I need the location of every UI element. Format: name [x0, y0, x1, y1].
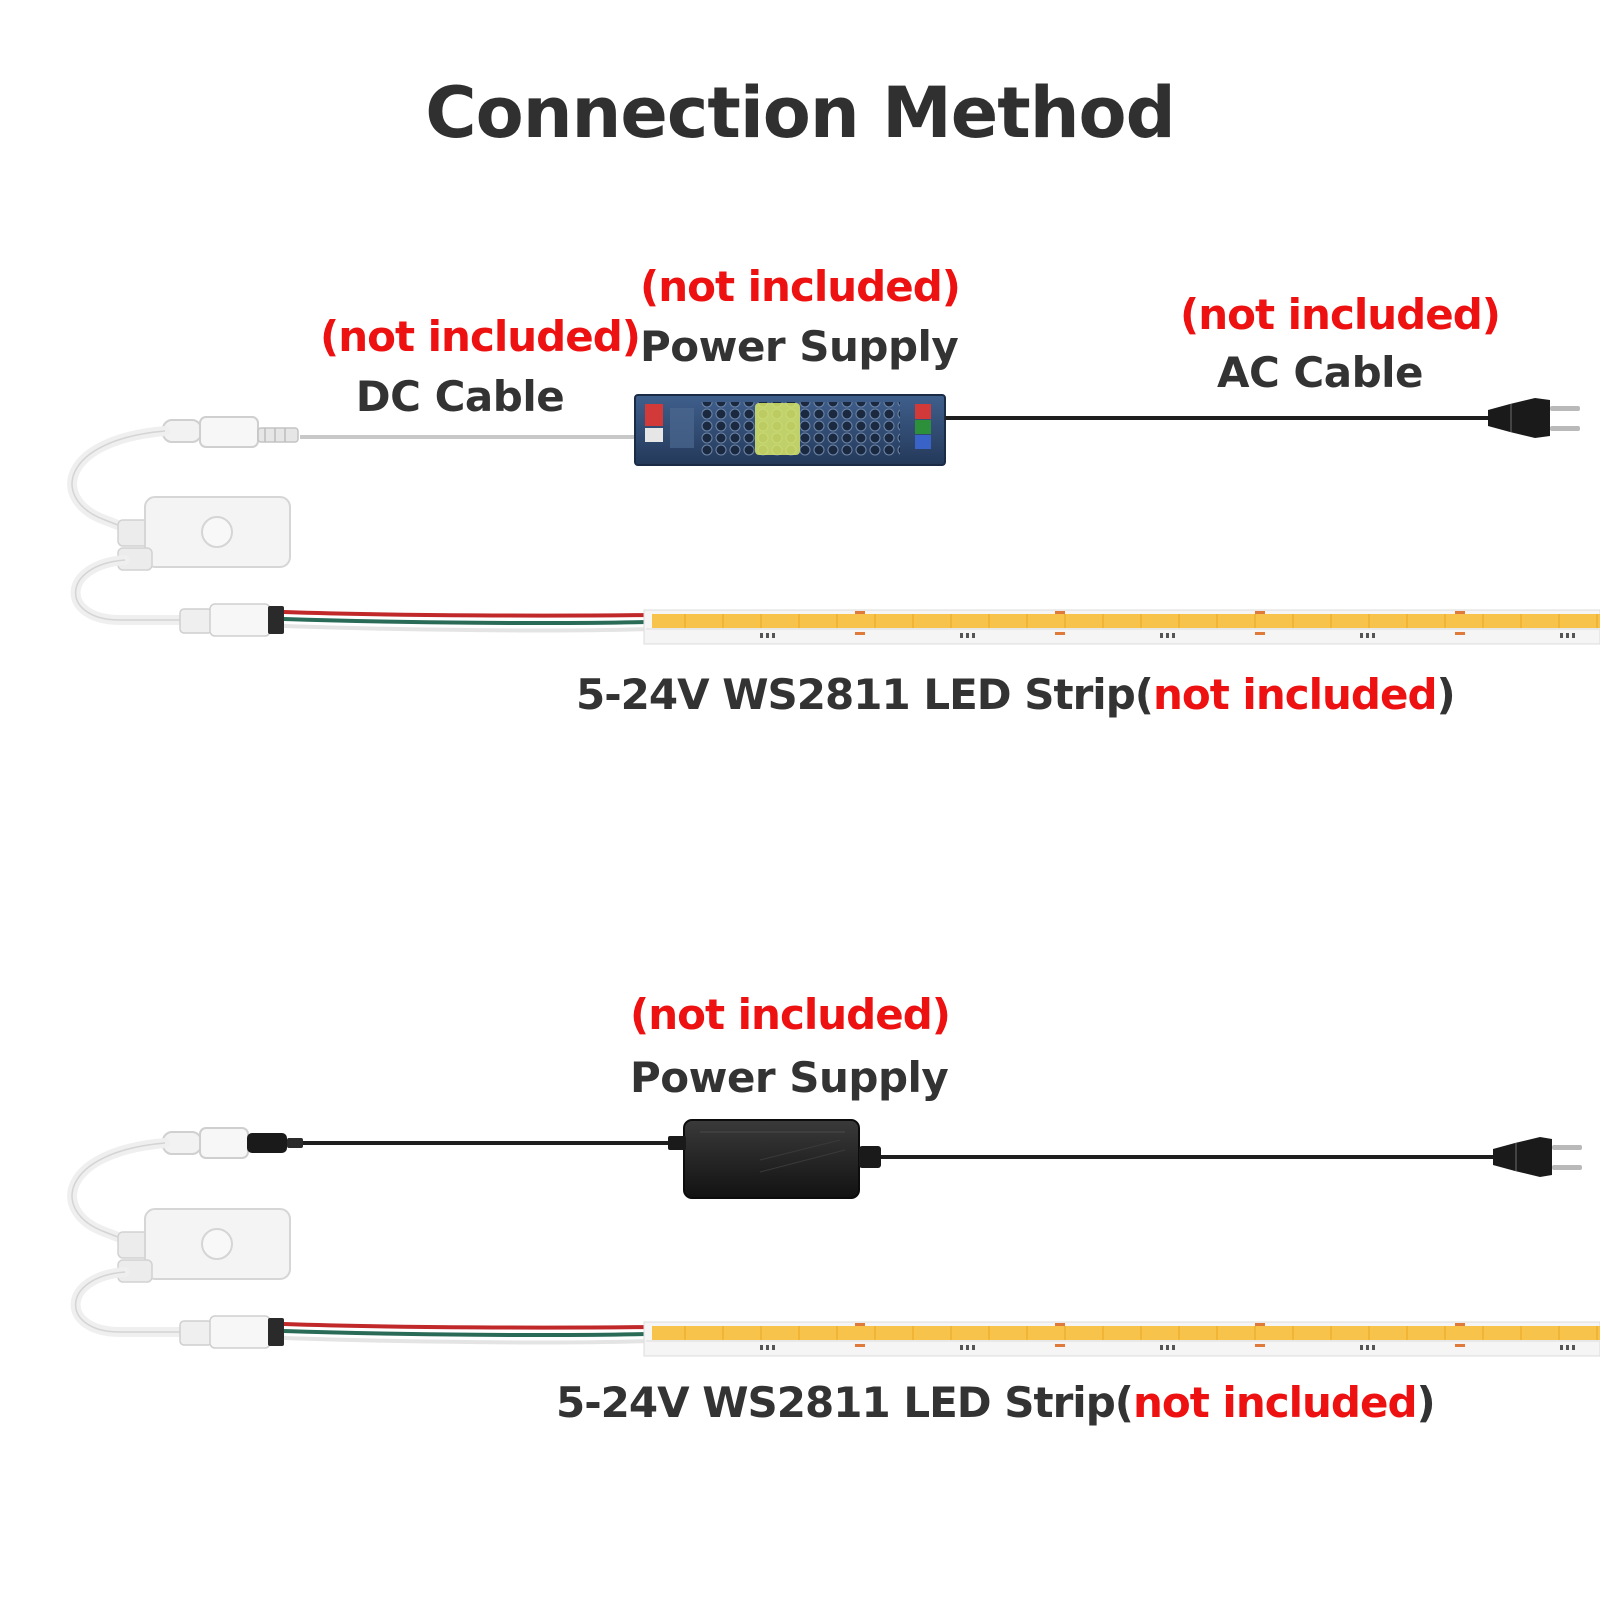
jst-connector-icon-2	[179, 1315, 284, 1349]
power-supply-2-not-included: (not included)	[630, 990, 951, 1039]
strip-not-included-1: not included	[1152, 670, 1438, 719]
dc-cable-label: DC Cable	[355, 372, 565, 421]
diagram-2	[67, 1119, 1600, 1357]
paren-close-1: )	[1436, 670, 1456, 719]
euro-plug-icon	[1488, 398, 1580, 438]
power-supply-2-label: Power Supply	[630, 1053, 949, 1102]
paren-open-1: (	[1134, 670, 1154, 719]
led-strip-2	[643, 1321, 1600, 1357]
wire-red-2	[283, 1322, 649, 1330]
paren-open-2: (	[1114, 1378, 1134, 1427]
led-strip-1	[643, 609, 1600, 645]
strip-not-included-2: not included	[1132, 1378, 1418, 1427]
paren-close-2: )	[1416, 1378, 1436, 1427]
strip-text-2: 5-24V WS2811 LED Strip	[556, 1378, 1116, 1427]
jst-connector-icon	[179, 603, 284, 637]
wire-green	[283, 617, 649, 625]
dc-connector-icon-2	[162, 1127, 303, 1159]
power-supply-not-included: (not included)	[640, 262, 961, 311]
dc-connector-icon	[162, 416, 299, 448]
wifi-controller-icon	[117, 496, 291, 571]
strip-text-1: 5-24V WS2811 LED Strip	[576, 670, 1136, 719]
ac-cable-label: AC Cable	[1216, 348, 1424, 397]
wifi-controller-icon-2	[117, 1208, 291, 1283]
ac-cable-not-included: (not included)	[1180, 290, 1501, 339]
led-strip-label-2: 5-24V WS2811 LED Strip(not included)	[556, 1378, 1436, 1427]
wire-red	[283, 610, 649, 618]
wire-green-2	[283, 1329, 649, 1337]
led-strip-label-1: 5-24V WS2811 LED Strip(not included)	[576, 670, 1456, 719]
wire-white	[283, 624, 649, 633]
power-adapter-icon	[668, 1119, 881, 1199]
dc-cable-not-included: (not included)	[320, 312, 641, 361]
power-supply-label: Power Supply	[640, 322, 959, 371]
wire-white-2	[283, 1336, 649, 1345]
euro-plug-icon-2	[1493, 1137, 1582, 1177]
power-supply-icon	[634, 394, 946, 466]
page-title: Connection Method	[425, 72, 1175, 154]
diagram-1	[67, 394, 1600, 645]
